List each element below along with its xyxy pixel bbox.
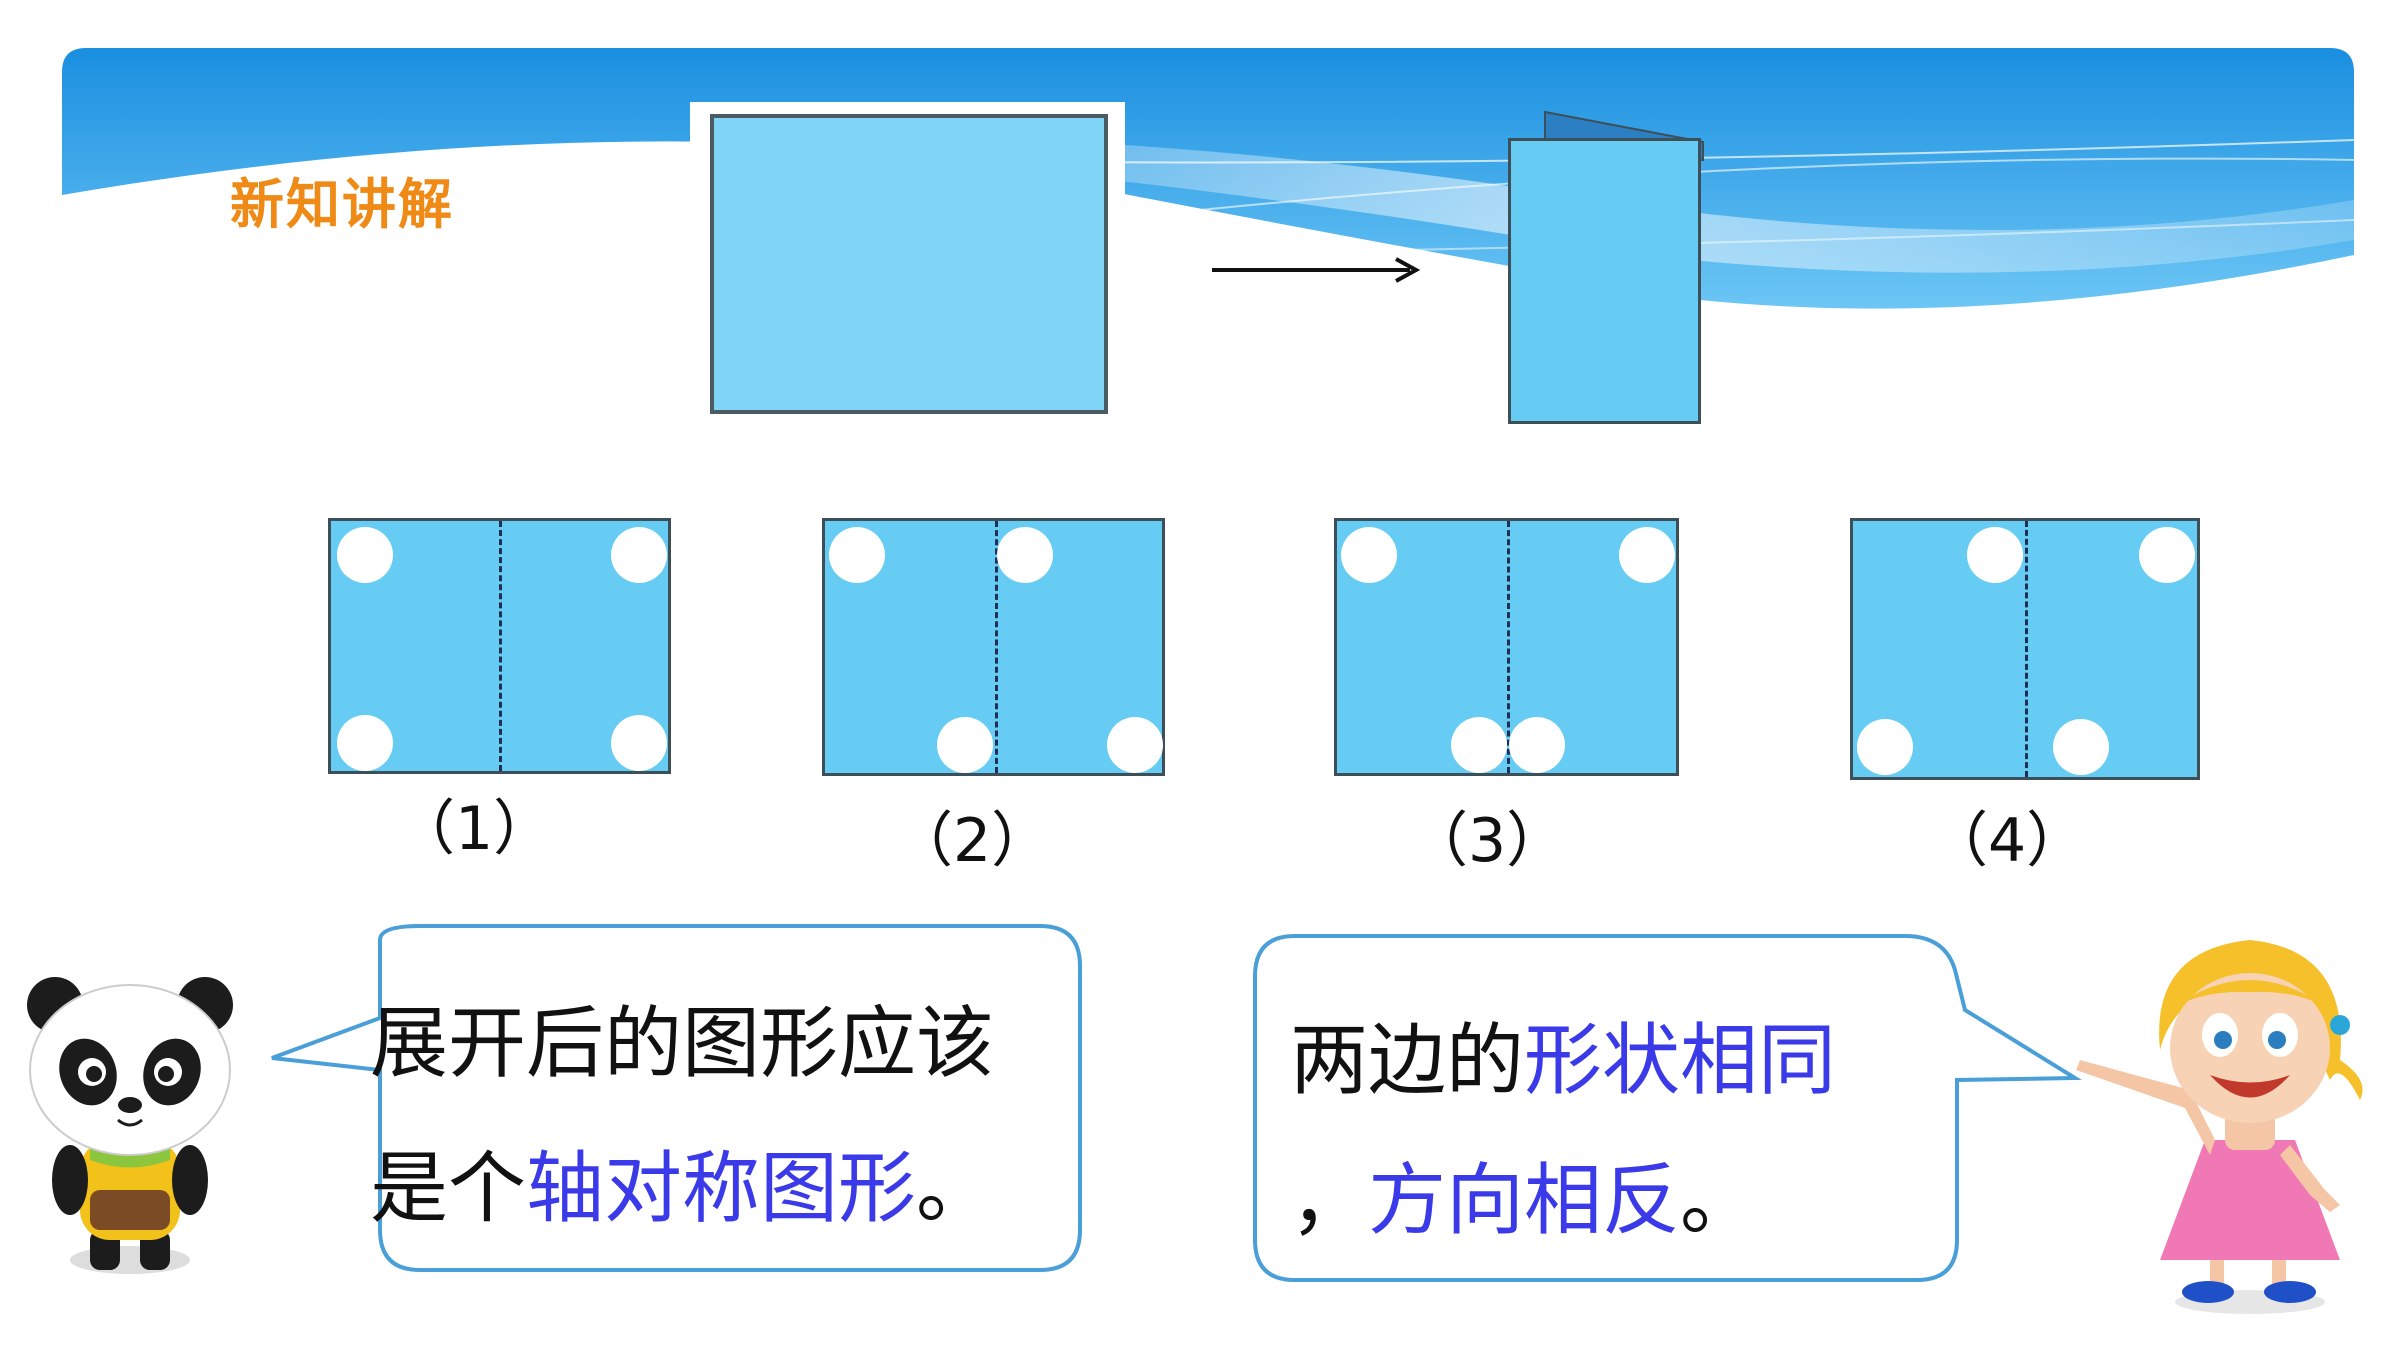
option-2-label: （2）: [893, 806, 1052, 876]
hole: [1509, 717, 1565, 773]
bubble-left-line1: 展开后的图形应该: [370, 999, 995, 1089]
hole: [1511, 141, 1571, 201]
speech-bubble-right: [1253, 934, 2082, 1282]
section-title: 新知讲解: [230, 173, 454, 236]
fold-line: [499, 521, 502, 771]
folded-paper: [1505, 102, 1705, 427]
option-3-label: （3）: [1408, 806, 1567, 876]
hole: [829, 527, 885, 583]
folded-paper-sheet: [1508, 138, 1701, 424]
bubble-right-line1: 两边的形状相同: [1290, 1022, 1836, 1100]
bubble-right-line2-prefix: ，: [1290, 1156, 1369, 1246]
hole: [337, 527, 393, 583]
option-4-sheet: [1850, 518, 2200, 780]
option-3-sheet: [1334, 518, 1679, 776]
fold-line: [995, 521, 998, 773]
girl-character: [2076, 940, 2363, 1314]
bubble-right-line2-highlight: 方向相反: [1368, 1156, 1681, 1246]
hole: [1451, 717, 1507, 773]
hole: [1619, 527, 1675, 583]
option-2-sheet: [822, 518, 1165, 776]
panda-character: [27, 977, 233, 1274]
arrow-right-icon: [1212, 257, 1420, 283]
bubble-right-line1-prefix: 两边的: [1290, 1016, 1525, 1106]
hole: [2053, 719, 2109, 775]
bubble-right-line2-suffix: 。: [1680, 1156, 1759, 1246]
bubble-right-line1-highlight: 形状相同: [1524, 1016, 1837, 1106]
hole: [1341, 527, 1397, 583]
hole: [611, 527, 667, 583]
fold-line: [1507, 521, 1510, 773]
hole: [1857, 719, 1913, 775]
bubble-left-line2-highlight: 轴对称图形: [526, 1144, 917, 1234]
hole: [1107, 717, 1163, 773]
hole: [937, 717, 993, 773]
bubble-left-line2-suffix: 。: [916, 1144, 995, 1234]
unfolded-paper-sheet: [710, 114, 1108, 414]
hole: [1511, 201, 1571, 261]
hole: [1967, 527, 2023, 583]
hole: [337, 715, 393, 771]
option-1-label: （1）: [395, 794, 554, 864]
speech-bubble-left: [271, 924, 1082, 1272]
option-1-sheet: [328, 518, 671, 774]
bubble-left-line2: 是个轴对称图形。: [370, 1150, 994, 1228]
option-4-label: （4）: [1928, 806, 2087, 876]
hole: [997, 527, 1053, 583]
fold-line: [2025, 521, 2028, 777]
hole: [2139, 527, 2195, 583]
hole: [611, 715, 667, 771]
bubble-right-line2: ，方向相反。: [1290, 1162, 1758, 1240]
unfolded-paper: [690, 102, 1125, 430]
bubble-left-line2-prefix: 是个: [370, 1144, 527, 1234]
